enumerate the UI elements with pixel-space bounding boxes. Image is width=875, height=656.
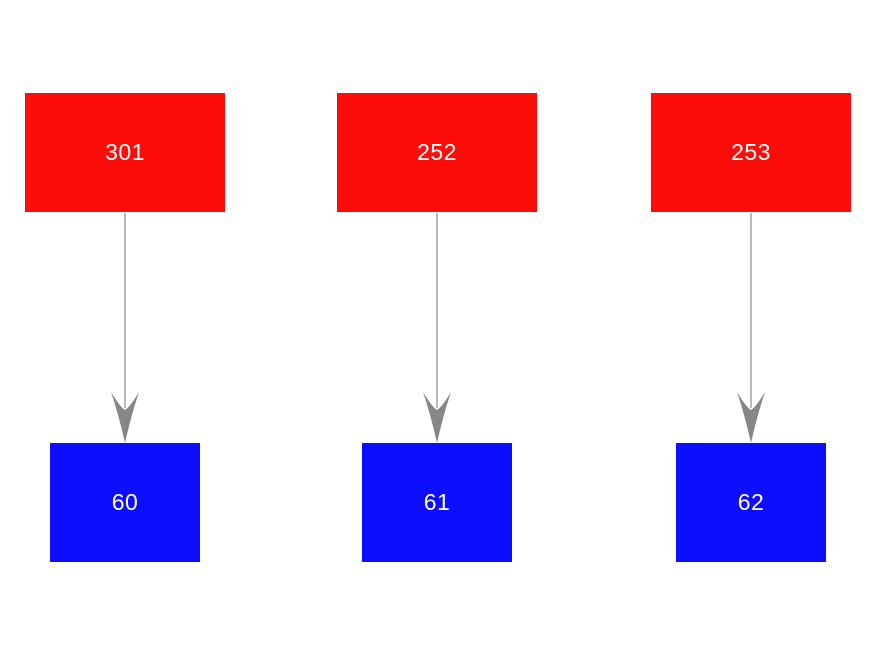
arrow-connector — [423, 213, 451, 443]
target-node: 60 — [50, 443, 200, 562]
target-node: 62 — [676, 443, 826, 562]
arrow-head-icon — [423, 392, 451, 443]
source-node-label: 253 — [731, 139, 771, 165]
source-node-label: 252 — [417, 139, 457, 165]
target-node-label: 62 — [737, 489, 765, 515]
target-node-label: 61 — [423, 489, 451, 515]
arrow-head-icon — [737, 392, 765, 443]
source-node: 253 — [651, 93, 851, 212]
arrow-connector — [737, 213, 765, 443]
target-node: 61 — [362, 443, 512, 562]
target-node-label: 60 — [111, 489, 139, 515]
diagram-column: 252 61 — [337, 93, 537, 562]
source-node-label: 301 — [105, 139, 145, 165]
diagram-column: 253 62 — [651, 93, 851, 562]
arrow-head-icon — [111, 392, 139, 443]
source-node: 252 — [337, 93, 537, 212]
diagram-column: 301 60 — [25, 93, 225, 562]
source-node: 301 — [25, 93, 225, 212]
arrow-connector — [111, 213, 139, 443]
